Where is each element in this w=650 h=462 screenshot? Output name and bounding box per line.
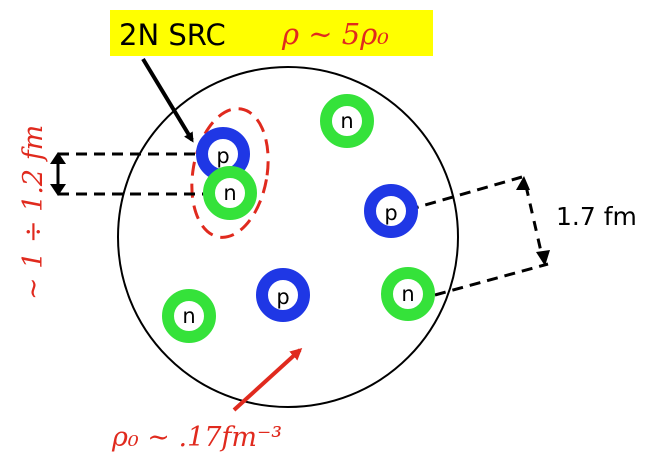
separation-arrow xyxy=(524,185,544,257)
title-density: ρ ∼ 5ρ₀ xyxy=(281,17,389,51)
nucleon-label: p xyxy=(276,285,289,309)
nucleon-label: n xyxy=(223,181,236,205)
nucleon-label: n xyxy=(340,109,353,133)
proton-ring xyxy=(364,184,418,238)
nucleon-proton-right: p xyxy=(364,184,418,238)
proton-ring xyxy=(256,268,310,322)
nucleon-label: n xyxy=(401,282,414,306)
separation-label: 1.7 fm xyxy=(556,202,637,231)
nucleon-neutron-pair: n xyxy=(203,166,257,220)
nucleon-neutron-left: n xyxy=(162,289,216,343)
title-label: 2N SRC xyxy=(119,18,226,52)
nucleus-boundary xyxy=(117,66,459,408)
pair-distance-arrowhead-bottom xyxy=(50,184,66,196)
neutron-ring xyxy=(162,289,216,343)
density-pointer-arrow xyxy=(232,347,303,412)
title-pointer-arrow xyxy=(141,57,194,143)
nucleon-proton-center: p xyxy=(256,268,310,322)
neutron-ring xyxy=(203,166,257,220)
nucleon-label: p xyxy=(384,201,397,225)
neutron-ring xyxy=(320,94,374,148)
density-label: ρ₀ ∼ .17fm⁻³ xyxy=(111,422,282,453)
src-pair-ellipse xyxy=(190,107,270,239)
separation-arrowhead-bottom xyxy=(536,250,550,266)
separation-arrowhead-top xyxy=(516,176,530,190)
pair-distance-arrowhead-top xyxy=(50,152,66,164)
neutron-ring xyxy=(381,267,435,321)
title-highlight xyxy=(110,10,433,56)
nucleon-label: p xyxy=(216,144,229,168)
nucleon-neutron-top: n xyxy=(320,94,374,148)
nucleon-label: n xyxy=(182,304,195,328)
nucleon-neutron-right: n xyxy=(381,267,435,321)
separation-guide-top xyxy=(407,175,523,212)
separation-guide-bottom xyxy=(434,262,549,297)
pair-distance-label: ∼ 1 ÷ 1.2 fm xyxy=(18,125,49,300)
